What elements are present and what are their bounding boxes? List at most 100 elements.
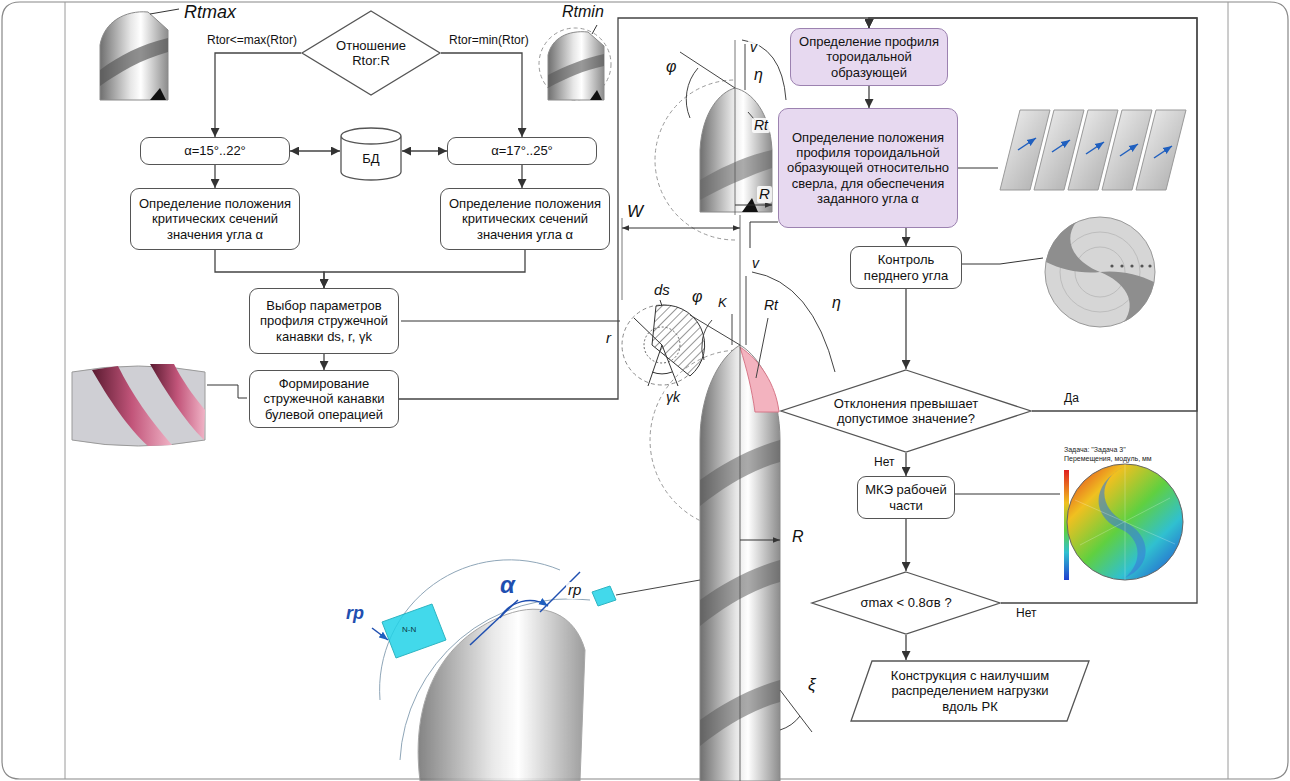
decision-diamond: Отклонения превышает допустимое значение… xyxy=(780,369,1032,453)
section-label: N-N xyxy=(400,626,418,635)
angle-label: φ xyxy=(690,288,704,306)
main-drill-figure xyxy=(732,314,733,345)
groove-detail-figure xyxy=(372,628,388,640)
drill-cross-section xyxy=(1110,264,1113,267)
drill-rtmin-figure xyxy=(548,54,604,88)
process-box: Выбор параметров профиля стружечной кана… xyxy=(249,288,399,354)
drill-rtmin-figure xyxy=(590,90,602,100)
rake-angle-sections xyxy=(1154,146,1172,158)
groove-detail-figure xyxy=(380,560,560,700)
drill-rtmax-figure xyxy=(100,12,168,100)
drill-cross-section xyxy=(1045,217,1155,327)
rake-angle-sections xyxy=(1120,144,1138,156)
process-box: α=17°..25° xyxy=(447,137,597,165)
node-text: Определение положения критических сечени… xyxy=(447,196,603,242)
groove-profile-section xyxy=(652,305,705,376)
fem-result xyxy=(1099,466,1146,578)
fem-result xyxy=(950,494,1060,495)
fem-title: Задача: "Задача 3" xyxy=(1062,446,1128,454)
radius-label: Rt xyxy=(762,298,780,313)
shape-outline xyxy=(851,661,1089,721)
angle-label: φ xyxy=(664,58,678,76)
rake-angle-sections xyxy=(958,110,1186,190)
shape-outline xyxy=(781,370,1031,452)
main-drill-figure xyxy=(622,228,740,229)
main-drill-figure xyxy=(740,540,780,541)
node-text: α=15°..22° xyxy=(184,143,246,158)
flow-connector xyxy=(868,86,869,108)
node-text: σmax < 0.8σв ? xyxy=(860,595,951,610)
highlight-box: Определение положения профиля тороидальн… xyxy=(778,108,958,228)
drill-cross-section xyxy=(1148,264,1151,267)
node-text: Конструкция с наилучшим распределением н… xyxy=(880,668,1060,714)
shape-outline xyxy=(341,128,401,180)
angle-label: ξ xyxy=(806,676,818,695)
node-text: Определение положения профиля тороидальн… xyxy=(785,130,951,207)
drill-profile-figure xyxy=(686,68,698,118)
angle-label: γk xyxy=(664,390,682,405)
main-drill-figure xyxy=(740,215,741,781)
dimension-label: W xyxy=(625,203,645,222)
drill-rtmin-figure xyxy=(548,32,604,100)
radius-label: R xyxy=(757,186,772,203)
drill-profile-figure xyxy=(735,205,772,206)
fem-result xyxy=(1067,464,1183,580)
fem-subtitle: Перемещения, модуль, мм xyxy=(1062,455,1154,463)
drill-rtmax-figure xyxy=(100,9,179,100)
groove-drill-figure xyxy=(207,385,247,398)
flow-connector xyxy=(905,289,906,369)
shape-outline xyxy=(302,11,440,95)
edge-label: Нет xyxy=(872,456,896,470)
flow-connector xyxy=(324,250,525,288)
result-parallelogram: Конструкция с наилучшим распределением н… xyxy=(850,660,1090,722)
rake-angle-sections xyxy=(1136,110,1186,190)
drill-rtmin-figure xyxy=(539,25,611,100)
decision-diamond: Отношение Rtor:R xyxy=(301,10,441,96)
database-cylinder: БД xyxy=(340,128,402,180)
fem-result xyxy=(1075,464,1175,580)
node-text: Отношение Rtor:R xyxy=(323,38,419,69)
drill-cross-section xyxy=(1120,264,1123,267)
main-drill-figure xyxy=(750,222,778,248)
flow-connector xyxy=(402,150,447,151)
edge-label: Да xyxy=(1062,392,1081,406)
groove-detail-figure xyxy=(372,560,590,781)
groove-profile-section xyxy=(652,372,672,374)
radius-label: Rt xyxy=(752,118,770,133)
angle-label: α xyxy=(498,572,517,598)
process-box: МКЭ рабочей части xyxy=(857,476,955,519)
groove-profile-section xyxy=(660,300,662,306)
main-drill-figure xyxy=(616,580,700,595)
drill-rtmin-figure xyxy=(592,25,597,34)
drill-rtmax-figure xyxy=(100,38,168,86)
node-text: α=17°..25° xyxy=(491,143,553,158)
radius-label: R xyxy=(790,528,806,546)
drill-profile-figure xyxy=(745,44,746,90)
radius-label: Rtmin xyxy=(560,3,606,21)
edge-label: Rtor=min(Rtor) xyxy=(447,34,531,48)
flow-connector xyxy=(215,250,324,288)
node-text: Контроль перднего угла xyxy=(857,252,955,283)
drill-cross-section xyxy=(1046,222,1100,273)
groove-profile-section xyxy=(648,345,662,386)
dimension-label: v xyxy=(750,256,761,271)
drill-profile-figure xyxy=(680,52,735,88)
flow-connector xyxy=(521,165,522,188)
drill-cross-section xyxy=(1130,264,1133,267)
drill-profile-figure xyxy=(700,88,772,212)
groove-profile-section xyxy=(634,318,662,345)
groove-profile-section xyxy=(401,300,705,386)
groove-drill-figure xyxy=(72,364,247,446)
main-drill-figure xyxy=(592,215,835,781)
rake-angle-sections xyxy=(1086,142,1104,154)
radius-label: rp xyxy=(344,604,366,624)
radius-label: Rtmax xyxy=(182,3,238,23)
drill-profile-figure xyxy=(742,40,786,100)
flow-connector xyxy=(441,53,522,137)
edge-label: Rtor<=max(Rtor) xyxy=(205,34,299,48)
decision-diamond: σmax < 0.8σв ? xyxy=(811,571,1001,635)
process-box: Определение положения критических сечени… xyxy=(440,188,610,250)
